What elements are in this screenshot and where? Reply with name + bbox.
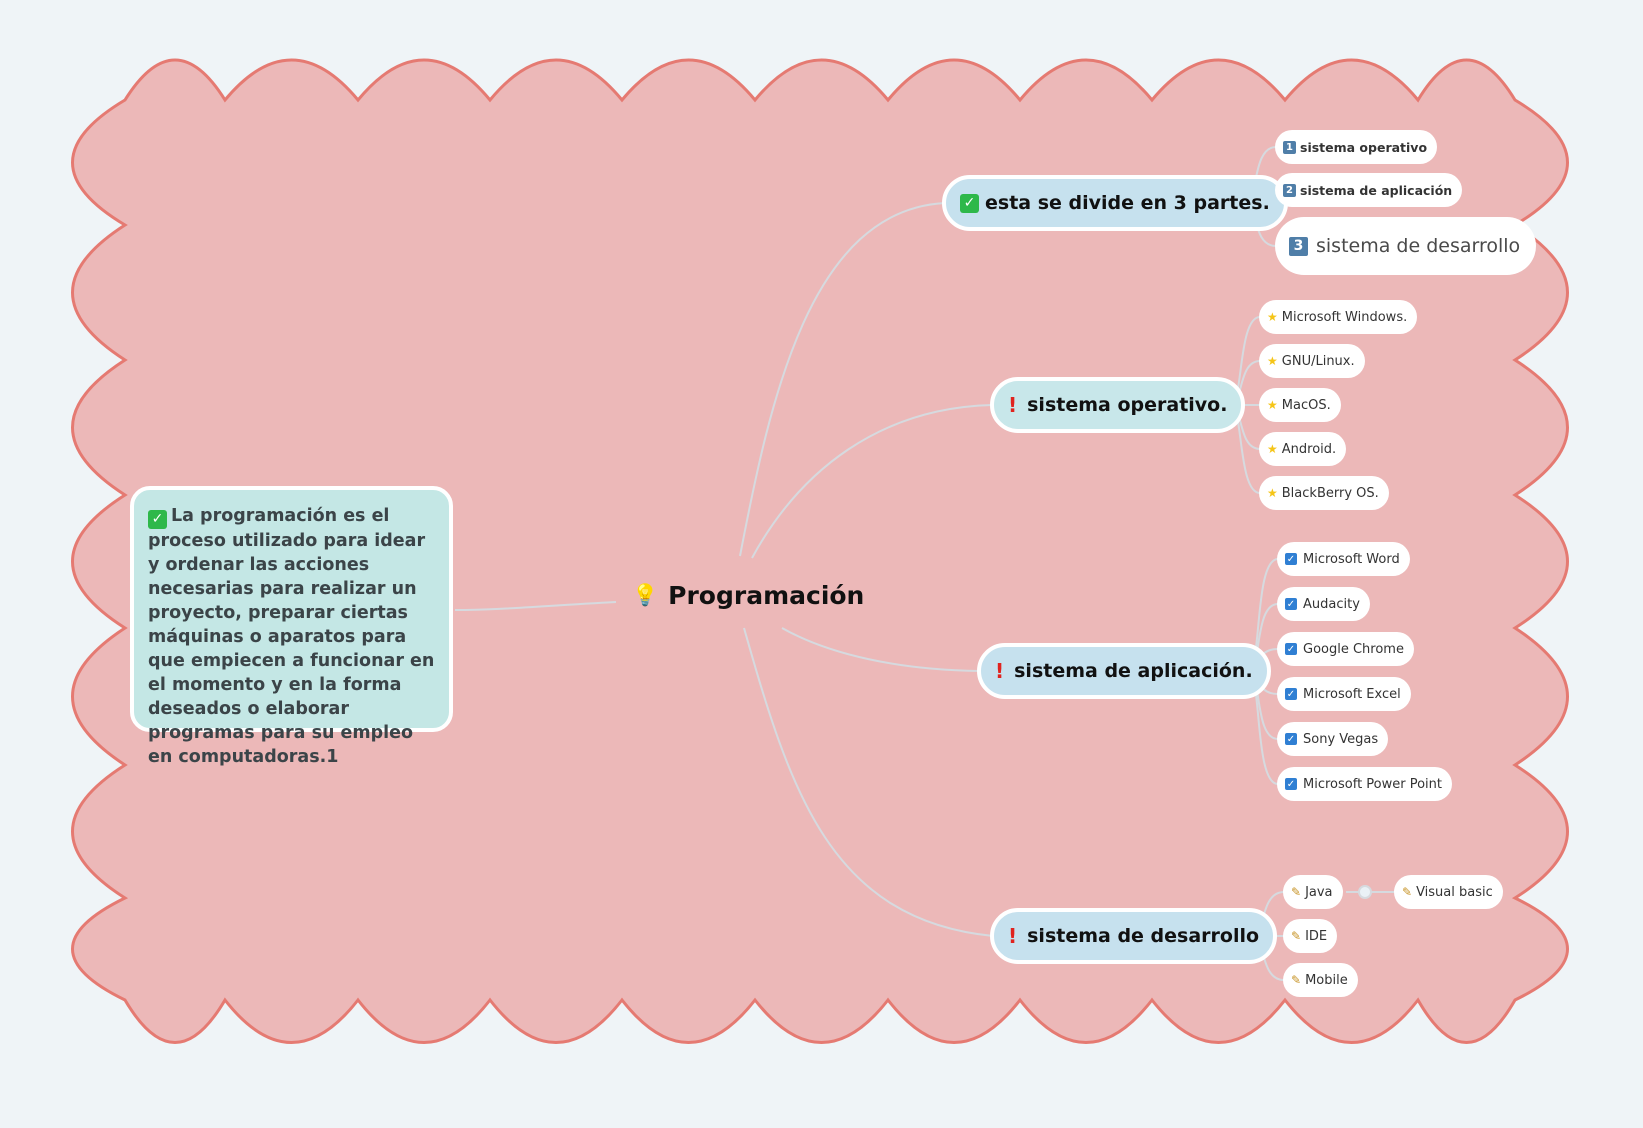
leaf-label: Microsoft Excel [1303, 686, 1401, 702]
collapse-handle[interactable] [1358, 885, 1372, 899]
branch-label: esta se divide en 3 partes. [985, 192, 1270, 214]
pencil-icon: ✎ [1402, 885, 1413, 899]
leaf-mobile[interactable]: ✎ Mobile [1283, 963, 1358, 997]
leaf-label: BlackBerry OS. [1281, 485, 1379, 501]
leaf-java[interactable]: ✎ Java [1283, 875, 1343, 909]
branch-label: sistema de desarrollo [1027, 925, 1260, 947]
leaf-microsoft-word[interactable]: ✓ Microsoft Word [1277, 542, 1410, 576]
leaf-label: Sony Vegas [1303, 731, 1379, 747]
connector-line [751, 404, 993, 559]
leaf-label: MacOS. [1281, 397, 1331, 413]
leaf-sistema-de-aplicacion[interactable]: 2 sistema de aplicación [1275, 173, 1463, 207]
leaf-blackberry-os[interactable]: ★ BlackBerry OS. [1259, 476, 1389, 510]
branch-label: sistema de aplicación. [1014, 660, 1253, 682]
branch-label: sistema operativo. [1027, 394, 1228, 416]
checkbox-icon: ✓ [1285, 688, 1297, 700]
leaf-audacity[interactable]: ✓ Audacity [1277, 587, 1370, 621]
star-icon: ★ [1267, 398, 1278, 412]
leaf-sistema-de-desarrollo[interactable]: 3 sistema de desarrollo [1275, 217, 1537, 275]
checkbox-icon: ✓ [1285, 733, 1297, 745]
star-icon: ★ [1267, 442, 1278, 456]
leaf-label: Audacity [1303, 596, 1360, 612]
branch-divide-three-parts[interactable]: ✓ esta se divide en 3 partes. [942, 175, 1288, 231]
leaf-label: Mobile [1305, 972, 1348, 988]
branch-sistema-de-desarrollo[interactable]: ! sistema de desarrollo [990, 908, 1278, 964]
leaf-label: GNU/Linux. [1281, 353, 1355, 369]
leaf-microsoft-excel[interactable]: ✓ Microsoft Excel [1277, 677, 1411, 711]
exclamation-icon: ! [995, 659, 1005, 683]
leaf-label: Android. [1281, 441, 1337, 457]
branch-sistema-operativo[interactable]: ! sistema operativo. [990, 377, 1246, 433]
leaf-label: Microsoft Windows. [1281, 309, 1408, 325]
pencil-icon: ✎ [1291, 973, 1302, 987]
checkbox-icon: ✓ [1285, 553, 1297, 565]
leaf-microsoft-power-point[interactable]: ✓ Microsoft Power Point [1277, 767, 1453, 801]
leaf-ide[interactable]: ✎ IDE [1283, 919, 1338, 953]
connector-line [743, 627, 994, 937]
checkbox-icon: ✓ [1285, 643, 1297, 655]
connector-line [739, 202, 946, 557]
description-body: ✓La programación es el proceso utilizado… [148, 504, 437, 769]
exclamation-icon: ! [1008, 924, 1018, 948]
number-2-icon: 2 [1283, 183, 1296, 197]
number-3-icon: 3 [1289, 236, 1308, 256]
checkbox-icon: ✓ [1285, 778, 1297, 790]
leaf-microsoft-windows[interactable]: ★ Microsoft Windows. [1259, 300, 1418, 334]
connector-line [454, 601, 617, 611]
leaf-label: sistema de desarrollo [1316, 235, 1521, 257]
branch-sistema-de-aplicacion[interactable]: ! sistema de aplicación. [977, 643, 1271, 699]
star-icon: ★ [1267, 310, 1278, 324]
leaf-visual-basic[interactable]: ✎ Visual basic [1394, 875, 1503, 909]
star-icon: ★ [1267, 486, 1278, 500]
number-1-icon: 1 [1283, 140, 1296, 154]
cloud-boundary [71, 58, 1569, 1044]
leaf-google-chrome[interactable]: ✓ Google Chrome [1277, 632, 1414, 666]
leaf-label: sistema operativo [1300, 139, 1428, 155]
leaf-label: sistema de aplicación [1300, 182, 1453, 198]
check-mark-icon: ✓ [148, 509, 167, 529]
leaf-sistema-operativo[interactable]: 1 sistema operativo [1275, 130, 1438, 164]
leaf-macos[interactable]: ★ MacOS. [1259, 388, 1341, 422]
check-mark-icon: ✓ [960, 193, 979, 213]
star-icon: ★ [1267, 354, 1278, 368]
exclamation-icon: ! [1008, 393, 1018, 417]
leaf-sony-vegas[interactable]: ✓ Sony Vegas [1277, 722, 1389, 756]
pencil-icon: ✎ [1291, 929, 1302, 943]
central-topic-label: Programación [668, 580, 865, 610]
leaf-label: Java [1305, 884, 1333, 900]
leaf-android[interactable]: ★ Android. [1259, 432, 1347, 466]
description-text: La programación es el proceso utilizado … [148, 506, 435, 767]
central-topic[interactable]: 💡 Programación [632, 573, 864, 617]
description-topic[interactable]: ✓La programación es el proceso utilizado… [130, 486, 453, 767]
leaf-label: IDE [1305, 928, 1328, 944]
checkbox-icon: ✓ [1285, 598, 1297, 610]
leaf-label: Microsoft Power Point [1303, 776, 1443, 792]
leaf-label: Google Chrome [1303, 641, 1404, 657]
lightbulb-icon: 💡 [632, 582, 659, 607]
leaf-label: Visual basic [1416, 884, 1493, 900]
cloud-shape [71, 58, 1569, 1044]
connector-line [781, 627, 981, 672]
pencil-icon: ✎ [1291, 885, 1302, 899]
leaf-gnu-linux[interactable]: ★ GNU/Linux. [1259, 344, 1365, 378]
leaf-label: Microsoft Word [1303, 551, 1400, 567]
